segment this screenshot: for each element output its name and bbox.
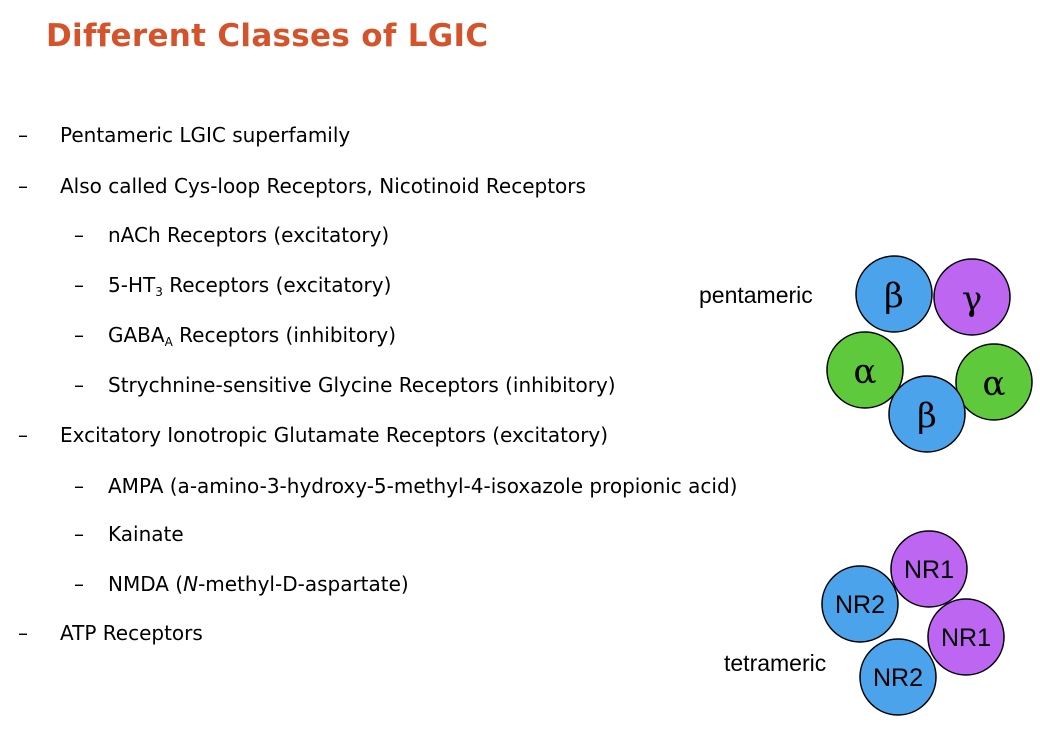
- list-item-text: Excitatory Ionotropic Glutamate Receptor…: [60, 423, 609, 447]
- list-item-text: Also called Cys-loop Receptors, Nicotino…: [60, 174, 586, 198]
- subunit-label: β: [884, 276, 904, 316]
- bullet-dash: –: [74, 323, 84, 347]
- subunit-circle: [855, 255, 933, 333]
- list-item-text: Kainate: [108, 522, 184, 546]
- list-item-text: NMDA (N-methyl-D-aspartate): [108, 572, 409, 596]
- subunit-label: β: [917, 396, 937, 436]
- nr1-subunit: NR1: [890, 530, 968, 608]
- nr1-subunit: NR1: [927, 598, 1005, 676]
- subunit-circle: [890, 530, 968, 608]
- slide-title: Different Classes of LGIC: [46, 18, 489, 54]
- subunit-label: γ: [962, 279, 982, 319]
- subunit-circle: [888, 375, 966, 453]
- bullet-dash: –: [18, 174, 28, 198]
- alpha-subunit: α: [826, 331, 904, 409]
- gamma-subunit: γ: [933, 258, 1011, 336]
- subscript: A: [164, 335, 173, 349]
- subunit-circle: [821, 565, 899, 643]
- subscript: 3: [155, 285, 163, 299]
- text-part: NMDA (: [108, 572, 184, 596]
- nr2-subunit: NR2: [821, 565, 899, 643]
- bullet-dash: –: [74, 522, 84, 546]
- subunit-circle: [826, 331, 904, 409]
- subunit-circle: [927, 598, 1005, 676]
- subunit-circle: [955, 343, 1033, 421]
- tetrameric-label: tetrameric: [724, 650, 827, 676]
- subunit-label: NR1: [904, 556, 954, 584]
- list-item-text: AMPA (a-amino-3-hydroxy-5-methyl-4-isoxa…: [108, 474, 738, 498]
- beta-subunit: β: [888, 375, 966, 453]
- bullet-dash: –: [74, 572, 84, 596]
- bullet-dash: –: [74, 273, 84, 297]
- subunit-label: α: [983, 364, 1006, 404]
- bullet-dash: –: [18, 123, 28, 147]
- alpha-subunit: α: [955, 343, 1033, 421]
- subunit-label: NR2: [835, 591, 885, 619]
- subunit-label: α: [854, 352, 877, 392]
- list-item-text: Strychnine-sensitive Glycine Receptors (…: [108, 373, 616, 397]
- list-item-text: Pentameric LGIC superfamily: [60, 123, 351, 147]
- text-part: Receptors (inhibitory): [172, 323, 397, 347]
- text-part: Receptors (excitatory): [162, 273, 392, 297]
- subunit-label: NR2: [873, 664, 923, 692]
- bullet-dash: –: [74, 223, 84, 247]
- subunit-circle: [859, 638, 937, 716]
- bullet-dash: –: [18, 621, 28, 645]
- italic-text: N: [183, 572, 199, 596]
- list-item-text: GABAA Receptors (inhibitory): [108, 323, 397, 349]
- text-part: -methyl-D-aspartate): [198, 572, 409, 596]
- subunit-circle: [933, 258, 1011, 336]
- list-item-text: nACh Receptors (excitatory): [108, 223, 390, 247]
- list-item-text: ATP Receptors: [60, 621, 203, 645]
- subunit-label: NR1: [941, 624, 991, 652]
- text-part: 5-HT: [108, 273, 156, 297]
- beta-subunit: β: [855, 255, 933, 333]
- pentameric-label: pentameric: [699, 282, 813, 308]
- bullet-dash: –: [74, 373, 84, 397]
- text-part: GABA: [108, 323, 165, 347]
- list-item-text: 5-HT3 Receptors (excitatory): [108, 273, 392, 299]
- bullet-dash: –: [18, 423, 28, 447]
- bullet-dash: –: [74, 474, 84, 498]
- nr2-subunit: NR2: [859, 638, 937, 716]
